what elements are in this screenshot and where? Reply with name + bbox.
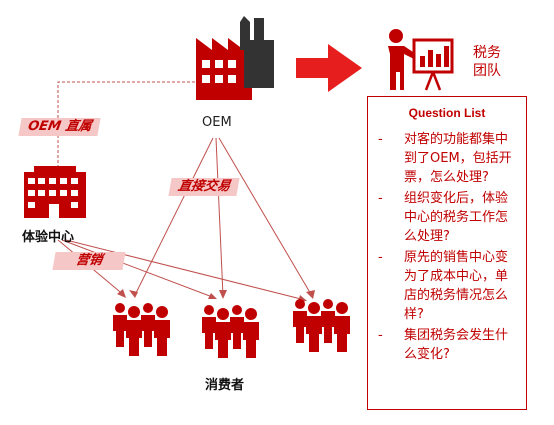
- oem-direct-tag: OEM 直属: [18, 118, 101, 136]
- tax-team-line1: 税务: [473, 45, 501, 61]
- presenter-board-icon: [388, 29, 454, 91]
- office-building-icon: [24, 166, 86, 218]
- question-list: - 对客的功能都集中到了OEM，包括开票，怎么处理? - 组织变化后，体验中心的税务…: [368, 130, 526, 364]
- factory-icon: [196, 16, 274, 100]
- right-arrow-icon: [296, 44, 362, 92]
- direct-trade-tag: 直接交易: [168, 178, 240, 196]
- marketing-arrows: [57, 239, 306, 301]
- oem-label: OEM: [202, 115, 232, 130]
- list-bullet: -: [378, 191, 383, 206]
- question-text: 原先的销售中心变为了成本中心，单店的税务情况怎么样?: [404, 250, 509, 322]
- question-list-panel: Question List - 对客的功能都集中到了OEM，包括开票，怎么处理? …: [367, 96, 527, 410]
- question-text: 组织变化后，体验中心的税务工作怎么处理?: [404, 191, 509, 244]
- question-text: 对客的功能都集中到了OEM，包括开票，怎么处理?: [404, 132, 512, 185]
- tax-team-line2: 团队: [473, 63, 501, 79]
- question-text: 集团税务会发生什么变化?: [404, 328, 509, 362]
- oem-direct-connector: [57, 81, 195, 172]
- list-item: - 对客的功能都集中到了OEM，包括开票，怎么处理?: [378, 130, 518, 187]
- marketing-tag: 营销: [52, 252, 126, 270]
- list-item: - 集团税务会发生什么变化?: [378, 326, 518, 364]
- experience-center-label: 体验中心: [22, 230, 75, 245]
- list-item: - 原先的销售中心变为了成本中心，单店的税务情况怎么样?: [378, 248, 518, 324]
- people-group-icon: [293, 299, 350, 352]
- tax-team-label: 税务 团队: [473, 44, 501, 80]
- direct-trade-arrows: [134, 137, 313, 297]
- list-bullet: -: [378, 132, 383, 147]
- consumers-label: 消费者: [205, 378, 245, 393]
- people-group-icon: [202, 305, 259, 358]
- list-bullet: -: [378, 328, 383, 343]
- people-group-icon: [113, 303, 170, 356]
- question-list-title: Question List: [408, 106, 486, 120]
- list-bullet: -: [378, 250, 383, 265]
- list-item: - 组织变化后，体验中心的税务工作怎么处理?: [378, 189, 518, 246]
